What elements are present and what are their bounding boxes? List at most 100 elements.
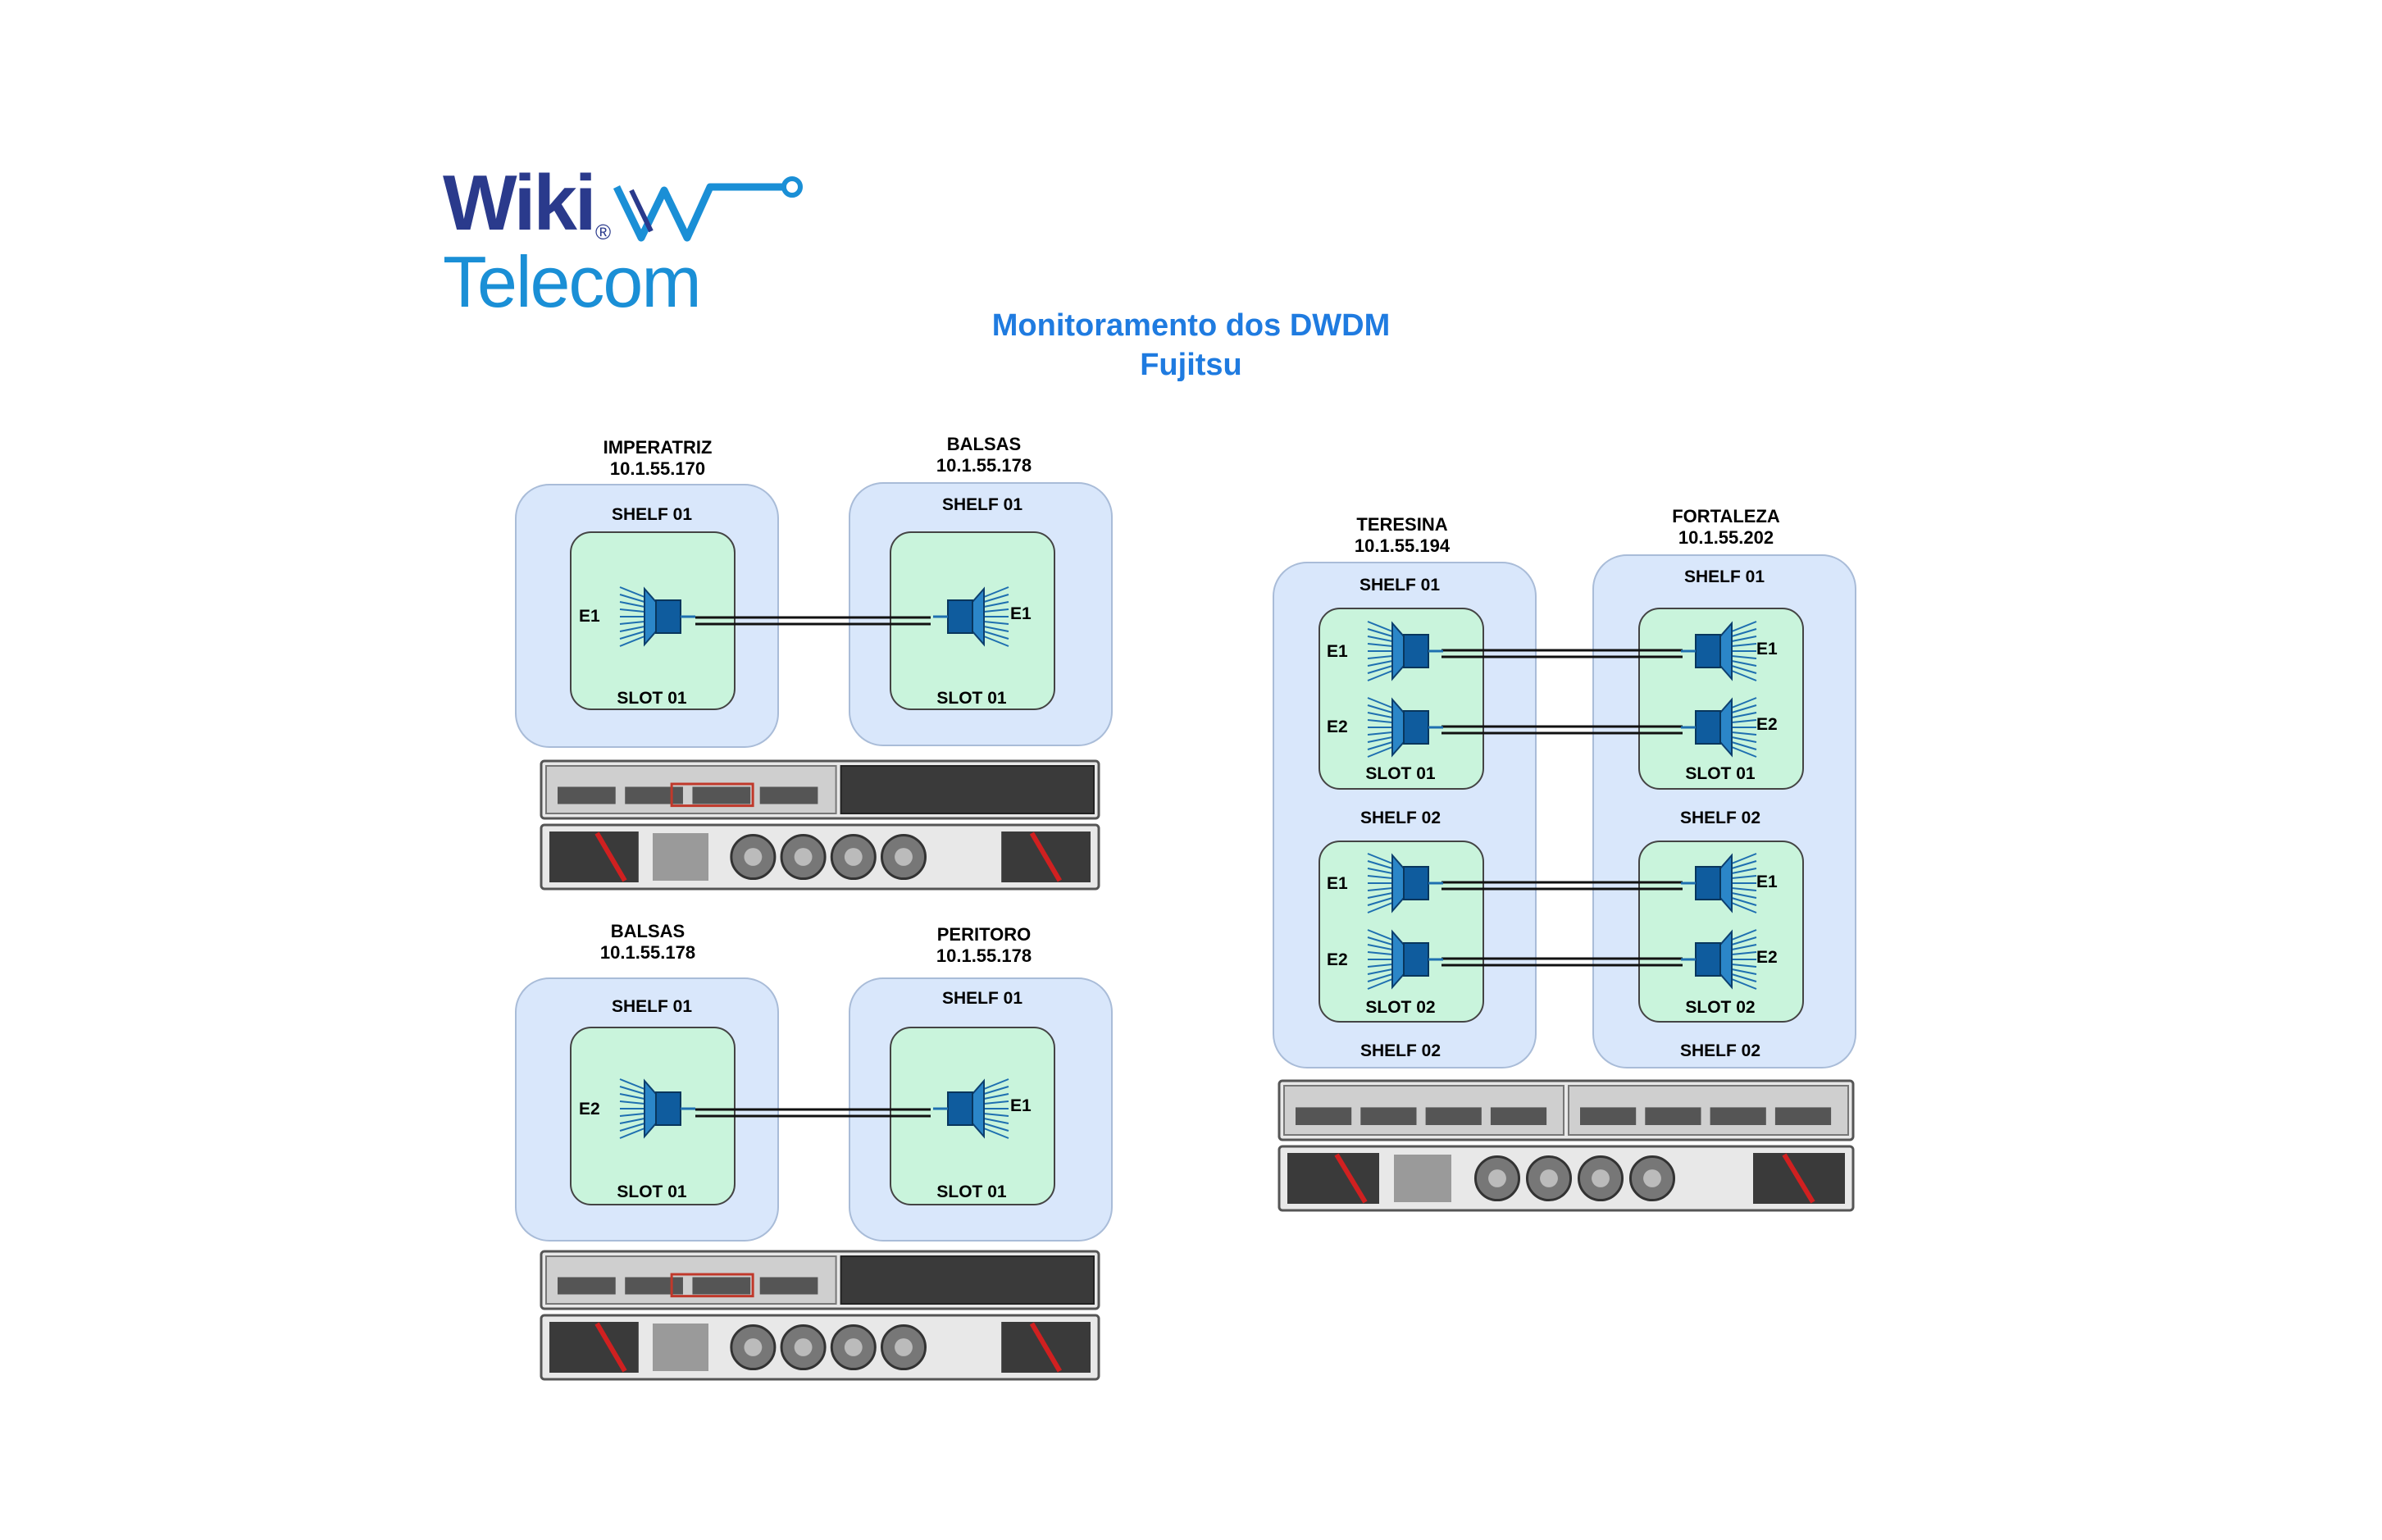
highlighted-port	[670, 1273, 754, 1298]
logo-telecom-text: Telecom	[443, 241, 702, 322]
slot-label: SLOT 01	[617, 1182, 687, 1201]
sfp-port-group	[1645, 1107, 1701, 1125]
site-name-balsas: BALSAS	[610, 921, 685, 941]
sfp-port-group	[1360, 1107, 1417, 1125]
site-name-peritoro: PERITORO	[936, 924, 1032, 945]
mgmt-ports	[653, 833, 708, 881]
sfp-port-group	[1774, 1107, 1832, 1125]
sfp-port-group	[759, 1277, 818, 1295]
mgmt-ports	[1394, 1155, 1451, 1202]
sfp-port-group	[558, 1277, 616, 1295]
fan-hub	[794, 1338, 813, 1356]
port-label: E1	[1327, 642, 1348, 661]
port-label: E1	[579, 607, 600, 626]
page-title: Monitoramento dos DWDM	[991, 308, 1391, 343]
power-supply	[549, 1322, 639, 1373]
shelf-label: SHELF 01	[1359, 576, 1441, 595]
shelf-label: SHELF 01	[611, 505, 693, 524]
port-label: E2	[1327, 950, 1348, 969]
shelf-label: SHELF 02	[1679, 809, 1761, 827]
site-name-imperatriz: IMPERATRIZ	[603, 437, 713, 458]
power-supply	[549, 832, 639, 882]
port-label: E1	[1010, 1096, 1032, 1115]
sfp-port-group	[692, 1277, 751, 1295]
logo-registered-mark: ®	[595, 220, 612, 244]
site-name-fortaleza: FORTALEZA	[1672, 506, 1780, 526]
power-latch	[1029, 1322, 1062, 1373]
sfp-port-group	[1296, 1107, 1352, 1125]
port-label: E2	[1756, 715, 1778, 734]
sfp-port-group	[1710, 1107, 1766, 1125]
fan-hub	[895, 848, 913, 866]
shelf-label: SHELF 02	[1679, 1041, 1761, 1060]
shelf-label: SHELF 02	[1360, 1041, 1441, 1060]
site-ip-peritoro: 10.1.55.178	[936, 945, 1032, 966]
mux-demux-icon	[1681, 929, 1757, 990]
site-ip-fortaleza: 10.1.55.202	[1678, 527, 1774, 548]
shelf-label: SHELF 01	[941, 495, 1023, 514]
sfp-port-group	[1580, 1107, 1637, 1125]
port-label: E1	[1010, 604, 1032, 623]
mux-demux-icon	[619, 1078, 695, 1139]
power-supply	[1287, 1153, 1379, 1204]
fan-hub	[794, 848, 813, 866]
site-ip-teresina: 10.1.55.194	[1354, 535, 1451, 556]
fan-hub	[744, 1338, 763, 1356]
site-ip-balsas: 10.1.55.178	[936, 455, 1032, 476]
fan-hub	[895, 1338, 913, 1356]
port-label: E2	[1756, 948, 1778, 967]
site-name-teresina: TERESINA	[1356, 514, 1448, 535]
mux-demux-icon	[933, 586, 1009, 647]
fan-hub	[1540, 1169, 1558, 1187]
sfp-port-group	[1490, 1107, 1547, 1125]
mux-demux-icon	[1681, 621, 1757, 681]
mux-demux-icon	[1367, 853, 1443, 914]
shelf-label: SHELF 01	[1683, 567, 1765, 586]
mux-demux-icon	[1367, 929, 1443, 990]
site-name-balsas: BALSAS	[946, 434, 1022, 454]
sfp-port-group	[558, 786, 616, 804]
power-latch	[594, 832, 627, 882]
fan-hub	[1488, 1169, 1506, 1187]
port-label: E1	[1327, 874, 1348, 893]
mux-demux-icon	[1681, 853, 1757, 914]
mux-demux-icon	[1367, 621, 1443, 681]
logo-wiki-text: Wiki	[443, 159, 596, 247]
port-label: E2	[1327, 718, 1348, 736]
slot-label: SLOT 02	[1685, 998, 1756, 1017]
slot-label: SLOT 02	[1365, 998, 1436, 1017]
sfp-port-group	[1425, 1107, 1482, 1125]
port-label: E2	[579, 1100, 600, 1119]
power-latch	[1334, 1153, 1368, 1204]
fan-hub	[1592, 1169, 1610, 1187]
page-subtitle: Fujitsu	[1140, 348, 1242, 382]
sfp-port-group	[692, 786, 751, 804]
mux-demux-icon	[933, 1078, 1009, 1139]
site-ip-balsas: 10.1.55.178	[599, 942, 696, 963]
fan-hub	[1643, 1169, 1661, 1187]
slot-label: SLOT 01	[1365, 764, 1436, 783]
slot-card	[570, 531, 736, 710]
shelf-label: SHELF 01	[611, 997, 693, 1016]
mux-demux-icon	[1367, 697, 1443, 758]
port-label: E1	[1756, 640, 1778, 658]
highlighted-port	[670, 782, 754, 808]
sfp-port-group	[625, 1277, 683, 1295]
shelf-label: SHELF 01	[941, 989, 1023, 1008]
fan-hub	[844, 1338, 863, 1356]
port-label: E1	[1756, 873, 1778, 891]
slot-label: SLOT 01	[936, 689, 1007, 708]
power-latch	[1029, 832, 1062, 882]
fan-hub	[844, 848, 863, 866]
power-latch	[594, 1322, 627, 1373]
mgmt-ports	[653, 1324, 708, 1371]
sfp-port-group	[625, 786, 683, 804]
mux-demux-icon	[1681, 697, 1757, 758]
power-latch	[1782, 1153, 1815, 1204]
slot-label: SLOT 01	[1685, 764, 1756, 783]
site-ip-imperatriz: 10.1.55.170	[609, 458, 706, 479]
fan-hub	[744, 848, 763, 866]
slot-label: SLOT 01	[617, 689, 687, 708]
sfp-port-group	[759, 786, 818, 804]
